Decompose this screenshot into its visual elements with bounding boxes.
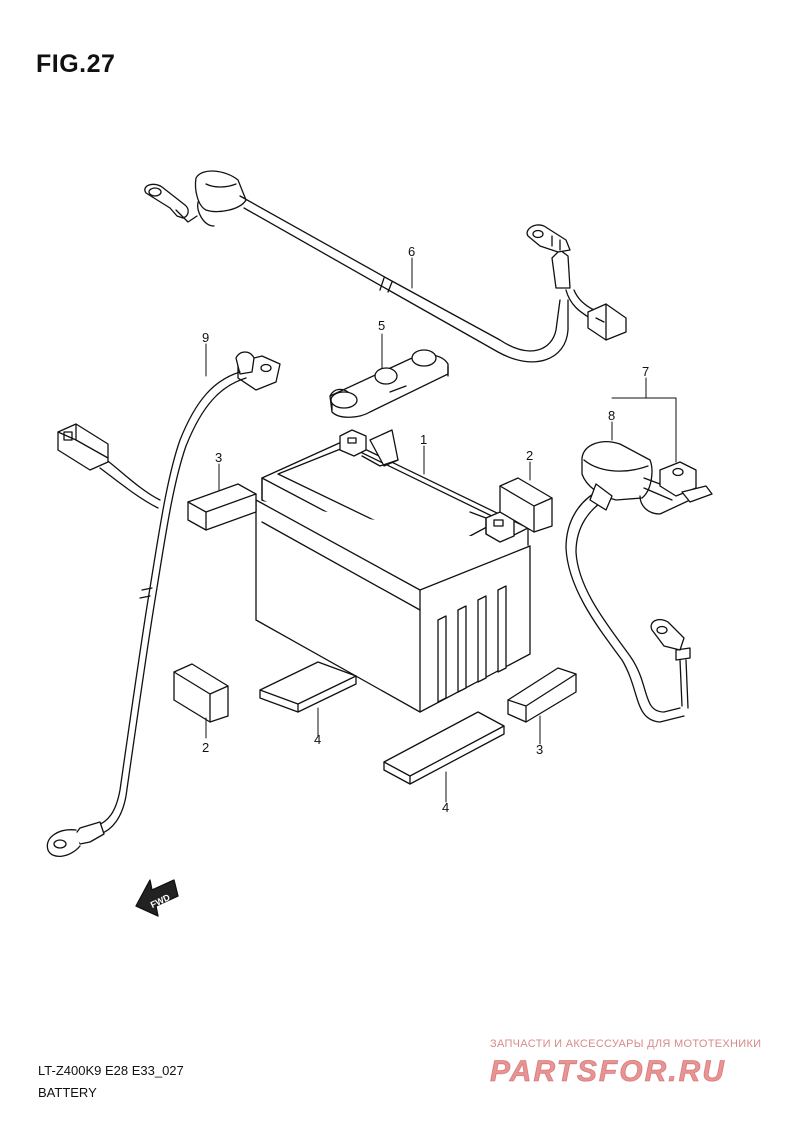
part-4-sheet-lower <box>383 711 505 785</box>
watermark-logo-text: PARTSFOR.RU <box>490 1055 726 1088</box>
part-5-holder-plate <box>329 349 449 418</box>
callout-4-upper: 4 <box>314 732 321 747</box>
callout-3-lower: 3 <box>536 742 543 757</box>
part-2-pad-lower <box>173 663 229 723</box>
watermark-tagline: ЗАПЧАСТИ И АКСЕССУАРЫ ДЛЯ МОТОТЕХНИКИ <box>490 1038 762 1050</box>
callout-6: 6 <box>408 244 415 259</box>
part-6-battery-cable <box>144 170 627 363</box>
callout-2-lower: 2 <box>202 740 209 755</box>
callout-9: 9 <box>202 330 209 345</box>
figure-title: FIG.27 <box>36 50 116 78</box>
callout-8: 8 <box>608 408 615 423</box>
callout-3-upper: 3 <box>215 450 222 465</box>
part-3-pad-left <box>187 483 257 531</box>
watermark-logo: PARTSFOR.RU <box>490 1055 726 1089</box>
part-3-pad-right <box>507 667 577 723</box>
callout-7: 7 <box>642 364 649 379</box>
part-1-battery <box>255 429 531 713</box>
part-7-relay-assembly <box>565 441 713 723</box>
callout-1: 1 <box>420 432 427 447</box>
section-name: BATTERY <box>38 1085 97 1100</box>
fwd-arrow-icon: FWD <box>135 879 179 917</box>
callout-4-lower: 4 <box>442 800 449 815</box>
callout-5: 5 <box>378 318 385 333</box>
callout-labels: 1 2 3 2 4 4 3 5 6 7 8 9 <box>202 244 649 815</box>
callout-2-upper: 2 <box>526 448 533 463</box>
model-code: LT-Z400K9 E28 E33_027 <box>38 1063 184 1078</box>
part-4-sheet-upper <box>259 661 357 713</box>
leader-lines <box>205 257 677 803</box>
part-2-pad-upper <box>499 477 553 533</box>
part-9-lead-wire <box>46 351 281 857</box>
